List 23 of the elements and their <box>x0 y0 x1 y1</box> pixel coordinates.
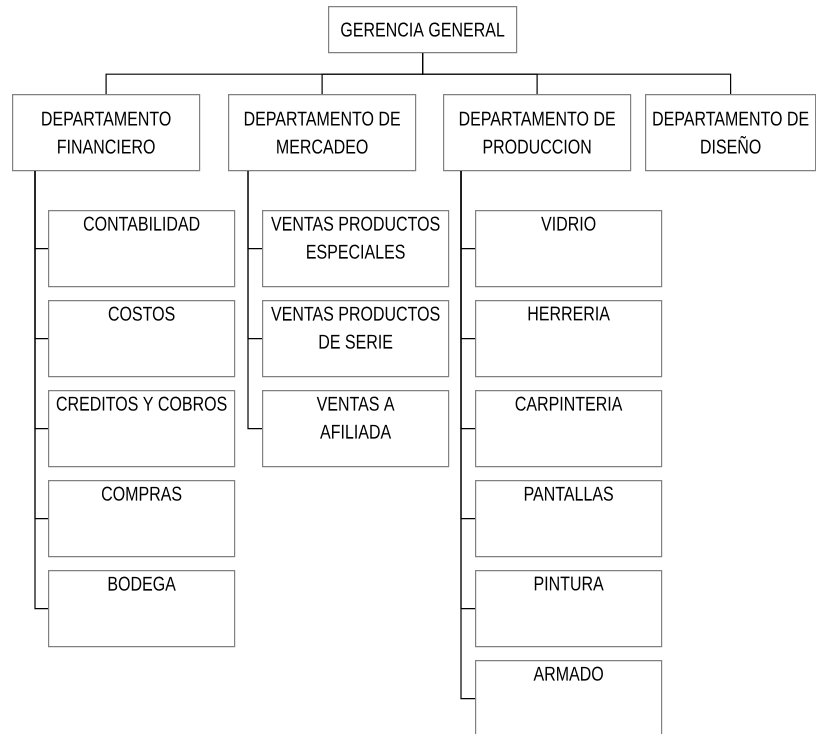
connector-line <box>460 171 475 700</box>
org-box: PINTURA <box>475 570 662 648</box>
org-box: GERENCIA GENERAL <box>328 6 518 54</box>
org-box: VENTAS A AFILIADA <box>262 390 450 468</box>
connector-line <box>34 171 48 610</box>
org-box: BODEGA <box>48 570 236 648</box>
org-box: HERRERIA <box>475 300 662 378</box>
org-box: DEPARTAMENTO DE PRODUCCION <box>443 94 632 172</box>
connector-line <box>422 53 732 94</box>
org-box: VIDRIO <box>475 210 662 288</box>
org-box: DEPARTAMENTO DE DISEÑO <box>645 94 816 172</box>
org-box: ARMADO <box>475 660 662 734</box>
org-box: PANTALLAS <box>475 480 662 558</box>
org-box: VENTAS PRODUCTOS ESPECIALES <box>262 210 450 288</box>
connector-line <box>247 171 262 430</box>
org-box: VENTAS PRODUCTOS DE SERIE <box>262 300 450 378</box>
org-box: CARPINTERIA <box>475 390 662 468</box>
org-box: CREDITOS Y COBROS <box>48 390 236 468</box>
org-box: CONTABILIDAD <box>48 210 236 288</box>
org-box: DEPARTAMENTO DE MERCADEO <box>228 94 416 172</box>
org-box: COSTOS <box>48 300 236 378</box>
org-box: COMPRAS <box>48 480 236 558</box>
org-box: DEPARTAMENTO FINANCIERO <box>12 94 200 172</box>
